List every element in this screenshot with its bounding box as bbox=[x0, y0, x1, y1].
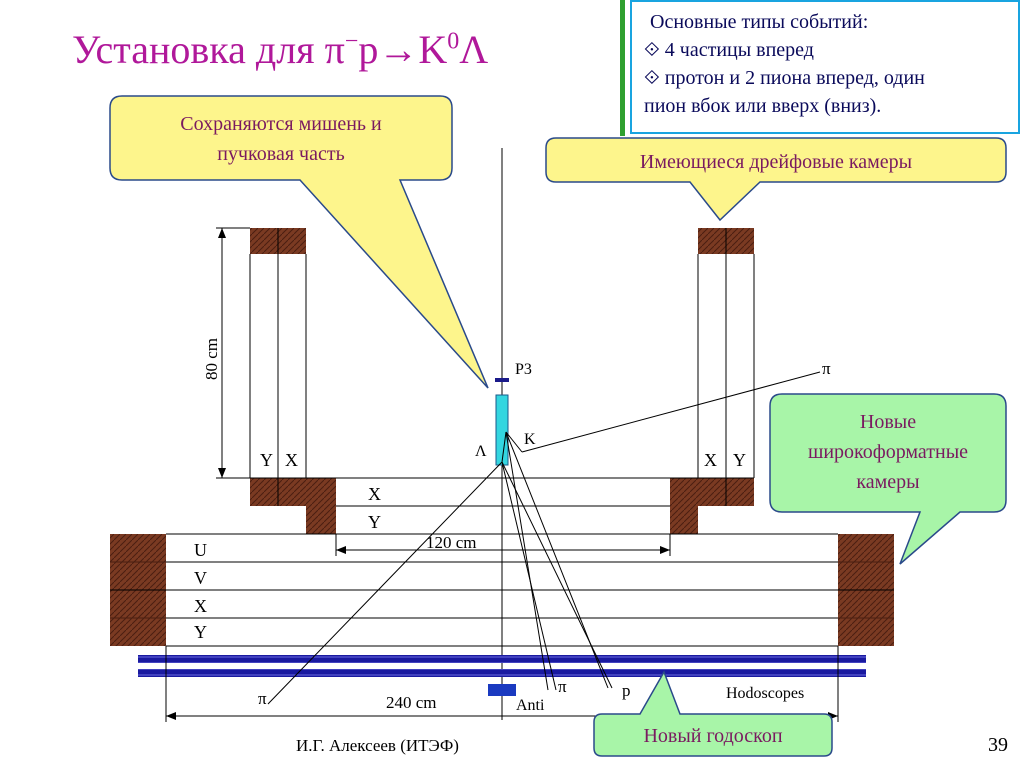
hodoscopes-label: Hodoscopes bbox=[726, 685, 804, 702]
title-reaction-mid: p→K bbox=[358, 27, 448, 72]
lower-chamber bbox=[110, 533, 894, 647]
anti-counter bbox=[488, 684, 516, 696]
dimension-240cm-label: 240 cm bbox=[386, 693, 437, 712]
lambda-label: Λ bbox=[475, 443, 487, 460]
page-number: 39 bbox=[988, 734, 1008, 756]
p3-counter bbox=[495, 378, 509, 382]
event-type-item-1: ⟐ 4 частицы вперед bbox=[644, 39, 814, 61]
middle-x-label: X bbox=[368, 484, 381, 504]
callout-target-line-2: пучковая часть bbox=[217, 143, 344, 165]
event-type-item-2-line-2: пион вбок или вверх (вниз). bbox=[644, 95, 882, 117]
proton-label: p bbox=[622, 681, 631, 700]
callout-wide-line-3: камеры bbox=[856, 471, 919, 493]
callout-hodoscope bbox=[593, 670, 833, 757]
callout-wide-line-2: широкоформатные bbox=[808, 441, 968, 463]
title-superscript-zero: 0 bbox=[447, 28, 460, 55]
callout-target-line-1: Сохраняются мишень и bbox=[180, 113, 382, 135]
callout-drift-chambers-text: Имеющиеся дрейфовые камеры bbox=[640, 151, 912, 173]
slide-title: Установка для π−p→K0Λ bbox=[72, 26, 488, 73]
event-types-box: Основные типы событий: ⟐ 4 частицы впере… bbox=[630, 0, 1020, 134]
dimension-120cm bbox=[335, 534, 671, 556]
middle-chamber bbox=[250, 477, 754, 535]
middle-y-label: Y bbox=[368, 512, 381, 532]
pi-left-label: π bbox=[258, 689, 267, 708]
target-cell bbox=[495, 394, 509, 466]
upper-left-chamber bbox=[249, 228, 307, 478]
upper-right-x-label: X bbox=[704, 450, 717, 470]
event-type-item-2-line-1: ⟐ протон и 2 пиона вперед, один bbox=[644, 67, 925, 89]
footer-author: И.Г. Алексеев (ИТЭФ) bbox=[296, 736, 459, 755]
upper-left-x-label: X bbox=[285, 450, 298, 470]
upper-right-chamber bbox=[697, 228, 755, 478]
pi-mid-label: π bbox=[558, 677, 567, 696]
pi-right-label: π bbox=[822, 359, 831, 378]
particle-tracks bbox=[267, 371, 821, 705]
title-suffix: Λ bbox=[459, 27, 489, 72]
callout-wide-chambers bbox=[769, 393, 1007, 565]
upper-left-y-label: Y bbox=[260, 450, 273, 470]
lower-u-label: U bbox=[194, 540, 207, 560]
callout-wide-line-1: Новые bbox=[860, 411, 916, 433]
callout-hodoscope-text: Новый годоскоп bbox=[643, 725, 782, 747]
lower-y-label: Y bbox=[194, 622, 207, 642]
event-types-heading: Основные типы событий: bbox=[650, 11, 869, 33]
callout-target bbox=[109, 95, 489, 389]
anti-label: Anti bbox=[516, 697, 545, 714]
lower-x-label: X bbox=[194, 596, 207, 616]
dimension-80cm bbox=[216, 227, 250, 479]
dimension-120cm-label: 120 cm bbox=[426, 533, 477, 552]
title-superscript-minus: − bbox=[344, 28, 359, 55]
callout-drift-chambers bbox=[545, 137, 1007, 222]
title-prefix: Установка для π bbox=[72, 27, 345, 72]
hodoscope-bar-upper bbox=[138, 655, 866, 663]
kaon-label: K bbox=[524, 431, 536, 448]
dimension-80cm-label: 80 cm bbox=[202, 338, 221, 380]
hodoscope-bar-lower bbox=[138, 669, 866, 677]
lower-v-label: V bbox=[194, 568, 207, 588]
upper-right-y-label: Y bbox=[733, 450, 746, 470]
info-accent-bar bbox=[620, 0, 625, 136]
p3-label: P3 bbox=[515, 361, 532, 378]
